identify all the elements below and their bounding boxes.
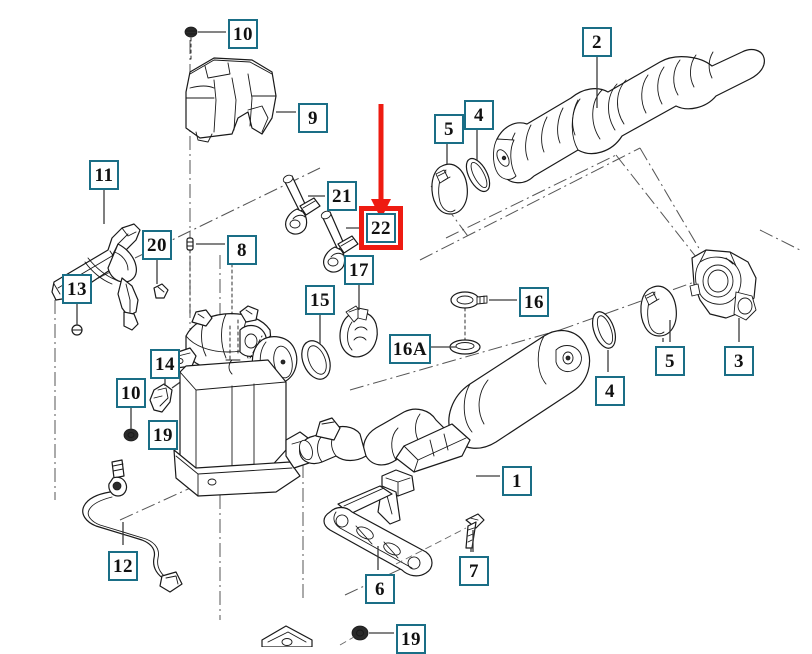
red-highlight-frame (359, 206, 403, 250)
part-7-bolt (465, 513, 485, 549)
callout-2[interactable]: 2 (582, 27, 612, 57)
red-pointer-arrow (371, 104, 391, 219)
part-5-clamp-upper (431, 163, 468, 215)
part-2-catalytic-converter (493, 48, 765, 184)
callout-5-upper[interactable]: 5 (434, 114, 464, 144)
construction-centerlines (54, 40, 801, 620)
callout-17[interactable]: 17 (344, 255, 374, 285)
callout-6[interactable]: 6 (365, 574, 395, 604)
part-13-bush (71, 324, 83, 336)
callout-22[interactable]: 22 (366, 213, 396, 243)
part-4-gasket-lower (591, 311, 617, 349)
callout-13[interactable]: 13 (62, 274, 92, 304)
callout-20[interactable]: 20 (142, 230, 172, 260)
part-19-nut-bottom (351, 625, 369, 641)
part-15-oval-seal (301, 340, 331, 380)
part-20-clip (153, 283, 169, 299)
part-16-sensor-grommet (450, 291, 488, 309)
part-6-mounting-plate (323, 506, 433, 577)
callout-4-upper[interactable]: 4 (464, 100, 494, 130)
part-4-gasket-upper (465, 157, 491, 193)
part-3-manifold-flange (689, 249, 757, 321)
callout-16[interactable]: 16 (519, 287, 549, 317)
callout-14[interactable]: 14 (150, 349, 180, 379)
part-22-connector-stud (320, 210, 359, 273)
part-bottom-cropped-bracket (261, 625, 313, 647)
part-17-hose-clamp (339, 305, 378, 358)
callout-15[interactable]: 15 (305, 285, 335, 315)
part-8-stud (186, 237, 194, 251)
main-dpf-assembly (169, 305, 317, 497)
callout-8[interactable]: 8 (227, 235, 257, 265)
callout-16A[interactable]: 16A (389, 334, 431, 364)
part-5-clamp-lower (640, 285, 677, 337)
callout-1[interactable]: 1 (502, 466, 532, 496)
callout-12[interactable]: 12 (108, 551, 138, 581)
callout-19-left[interactable]: 19 (148, 420, 178, 450)
callout-3[interactable]: 3 (724, 346, 754, 376)
callout-9[interactable]: 9 (298, 103, 328, 133)
part-10-nut-top (184, 26, 198, 38)
callout-4-lower[interactable]: 4 (595, 376, 625, 406)
callout-21[interactable]: 21 (327, 181, 357, 211)
part-12-oxygen-sensor (82, 459, 183, 593)
callout-10[interactable]: 10 (228, 19, 258, 49)
callout-10-lower[interactable]: 10 (116, 378, 146, 408)
part-14-clip (149, 383, 173, 413)
part-21-connector-stud (282, 174, 321, 235)
callout-19-bottom[interactable]: 19 (396, 624, 426, 654)
callout-5-lower[interactable]: 5 (655, 346, 685, 376)
part-9-heat-shield (185, 57, 277, 143)
part-1-downpipe (299, 329, 591, 525)
callout-11[interactable]: 11 (89, 160, 119, 190)
callout-7[interactable]: 7 (459, 556, 489, 586)
part-10-nut-lower (123, 428, 139, 442)
